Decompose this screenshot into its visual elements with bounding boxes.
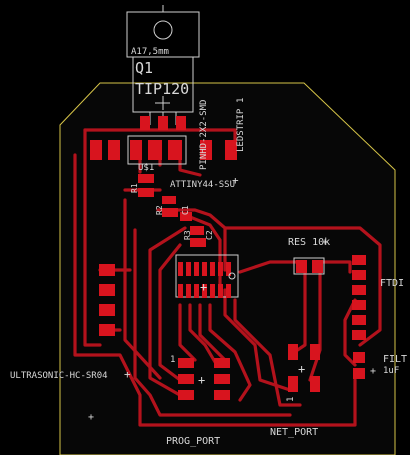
ultrasonic-label: ULTRASONIC-HC-SR04 — [10, 371, 108, 381]
prog-port — [178, 358, 230, 400]
filt-origin-cross: + — [370, 366, 376, 377]
ledstrip-label: LEDSTRIP — [236, 108, 246, 152]
filt-label: FILT — [383, 354, 407, 365]
small-passives — [138, 174, 206, 247]
header-pads — [90, 135, 237, 165]
r2-designator: R2 — [155, 205, 164, 215]
net-port-label: NET_PORT — [270, 427, 318, 438]
u1-designator: U$1 — [138, 163, 154, 173]
ultrasonic-origin-cross: + — [124, 368, 131, 381]
ftdi-header — [352, 255, 366, 340]
fiducial-cross: + — [88, 412, 94, 423]
c2-designator: C2 — [205, 230, 214, 240]
q1-designator: Q1 — [135, 59, 153, 77]
res-origin-cross: + — [322, 237, 328, 248]
net-port-origin-cross: + — [298, 362, 305, 376]
header-label: PINHD-2X2-SMD — [199, 100, 209, 170]
prog-port-label: PROG_PORT — [166, 436, 220, 447]
r1-designator: R1 — [130, 183, 139, 193]
net-port — [288, 344, 320, 392]
filt-capacitor — [353, 352, 365, 379]
attiny-ic — [175, 254, 239, 298]
r3-designator: R3 — [183, 230, 192, 240]
prog-port-origin-cross: + — [198, 373, 205, 387]
prog-port-pin1: 1 — [170, 355, 175, 365]
q1-value: TIP120 — [135, 80, 189, 98]
ledstrip-pin1: 1 — [236, 98, 246, 103]
attiny-origin-cross: + — [232, 174, 239, 187]
net-port-pin1: 1 — [286, 397, 296, 402]
ultrasonic-header — [99, 264, 115, 336]
q1-transistor-package — [126, 5, 200, 125]
q1-leg-pads — [140, 116, 186, 130]
attiny-label: ATTINY44-SSU — [170, 180, 235, 190]
q1-dimension-label: A17,5mm — [131, 47, 169, 57]
ic-origin-cross: + — [200, 280, 207, 294]
filt-value: 1uF — [383, 366, 399, 376]
c1-designator: C1 — [181, 205, 190, 215]
ftdi-label: FTDI — [380, 278, 404, 289]
res-label: RES 10k — [288, 237, 330, 248]
res-10k — [293, 257, 325, 275]
